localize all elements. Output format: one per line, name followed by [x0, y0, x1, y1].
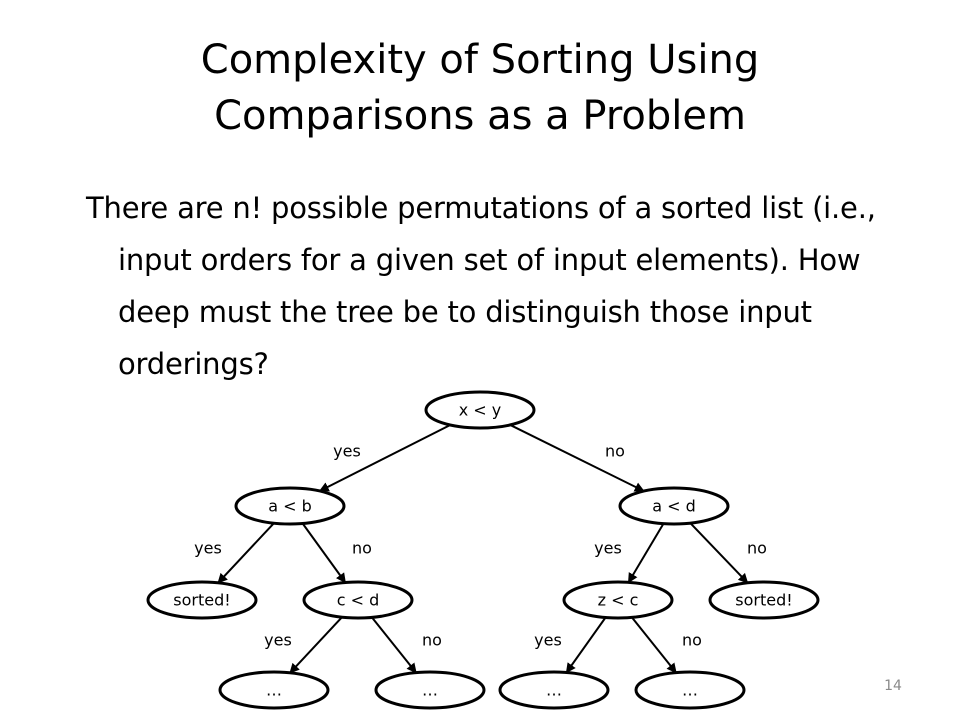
- tree-edge-rl-rlr: [631, 616, 677, 674]
- tree-node-label: …: [422, 681, 438, 700]
- tree-edges: yes no yes no yes no yes no yes no: [194, 424, 767, 674]
- tree-node-label: sorted!: [735, 591, 792, 610]
- slide-number: 14: [884, 678, 902, 694]
- tree-node-rlr: …: [634, 670, 746, 710]
- tree-node-label: a < d: [652, 497, 696, 516]
- tree-node-rr: sorted!: [708, 580, 820, 620]
- edge-label-no: no: [747, 539, 767, 558]
- tree-node-shape: [218, 670, 330, 710]
- tree-node-rl: z < c: [562, 580, 674, 620]
- edge-label-no: no: [422, 631, 442, 650]
- tree-node-lr: c < d: [302, 580, 414, 620]
- tree-node-shape: [234, 486, 346, 526]
- tree-node-shape: [618, 486, 730, 526]
- tree-node-shape: [424, 390, 536, 430]
- edge-label-yes: yes: [264, 631, 292, 650]
- tree-node-shape: [562, 580, 674, 620]
- tree-node-shape: [146, 580, 258, 620]
- tree-node-shape: [374, 670, 486, 710]
- slide-title-line-1: Complexity of Sorting Using: [200, 37, 760, 83]
- tree-edge-l-lr: [301, 522, 347, 584]
- tree-node-rll: …: [498, 670, 610, 710]
- tree-node-label: …: [546, 681, 562, 700]
- tree-node-ll: sorted!: [146, 580, 258, 620]
- edge-label-yes: yes: [534, 631, 562, 650]
- tree-edge-root-l: [318, 424, 451, 492]
- tree-edge-rl-rll: [565, 616, 607, 674]
- tree-node-shape: [302, 580, 414, 620]
- tree-edge-root-r: [509, 424, 645, 492]
- tree-node-lrr: …: [374, 670, 486, 710]
- tree-edge-r-rr: [689, 522, 749, 584]
- tree-node-shape: [634, 670, 746, 710]
- slide-title: Complexity of Sorting Using Comparisons …: [0, 32, 960, 144]
- tree-node-label: …: [682, 681, 698, 700]
- tree-node-label: sorted!: [173, 591, 230, 610]
- tree-edge-l-ll: [217, 522, 275, 584]
- edge-label-no: no: [682, 631, 702, 650]
- tree-node-label: z < c: [598, 591, 639, 610]
- tree-node-lrl: …: [218, 670, 330, 710]
- tree-node-shape: [708, 580, 820, 620]
- slide-body-text: There are n! possible permutations of a …: [86, 191, 876, 381]
- edge-label-yes: yes: [333, 442, 361, 461]
- tree-node-l: a < b: [234, 486, 346, 526]
- edge-label-yes: yes: [594, 539, 622, 558]
- edge-label-no: no: [605, 442, 625, 461]
- tree-node-root: x < y: [424, 390, 536, 430]
- tree-edge-lr-lrl: [289, 616, 343, 674]
- tree-node-label: a < b: [268, 497, 312, 516]
- tree-node-label: …: [266, 681, 282, 700]
- tree-edge-lr-lrr: [371, 616, 417, 674]
- tree-node-shape: [498, 670, 610, 710]
- slide-title-line-2: Comparisons as a Problem: [214, 93, 746, 139]
- edge-label-no: no: [352, 539, 372, 558]
- tree-node-label: c < d: [337, 591, 380, 610]
- tree-nodes: x < y a < b a < d sorted! c < d z < c sorted! ……: [146, 390, 820, 710]
- edge-label-yes: yes: [194, 539, 222, 558]
- tree-node-r: a < d: [618, 486, 730, 526]
- tree-edge-r-rl: [627, 523, 665, 584]
- tree-node-label: x < y: [459, 401, 502, 420]
